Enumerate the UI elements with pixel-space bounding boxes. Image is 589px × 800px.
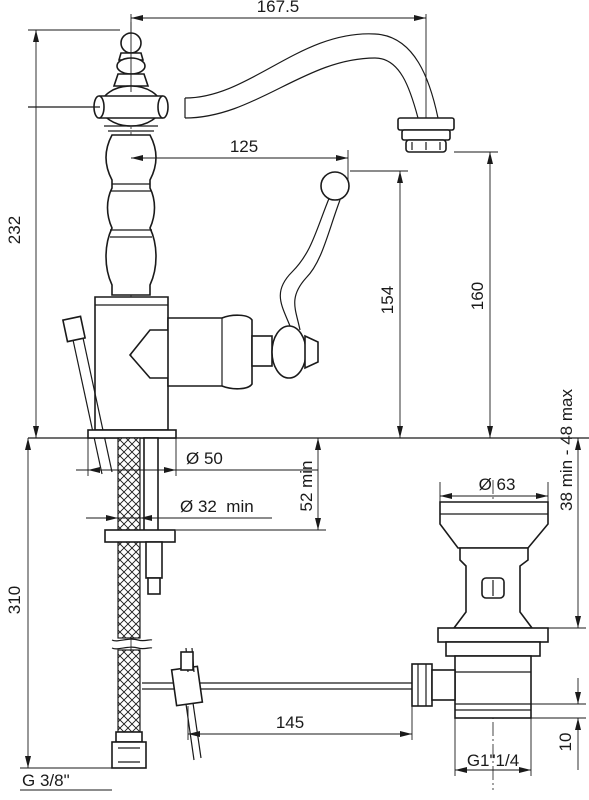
label-mount-diameter: Ø 32 min: [180, 497, 254, 516]
label-thread-length: 10: [556, 733, 575, 752]
spout: [184, 33, 455, 153]
label-hole-diameter: Ø 50: [186, 449, 223, 468]
label-waste-range: 38 min - 48 max: [557, 389, 576, 511]
linkage-rod: [142, 647, 412, 761]
dimension-labels: 167.5 125 232 154 160 Ø 50 Ø 32 min 52 m…: [5, 0, 576, 790]
label-lever-height: 154: [378, 286, 397, 314]
label-overall-height: 232: [5, 216, 24, 244]
spout-hub: [93, 85, 169, 132]
body-block: [94, 171, 350, 431]
turned-column: [105, 134, 157, 296]
waste-drawing: [411, 480, 549, 790]
label-spout-height: 160: [468, 282, 487, 310]
label-hose-length: 310: [5, 586, 24, 614]
mixer-drawing: [28, 22, 589, 769]
label-lever-reach: 125: [230, 137, 258, 156]
mount-flange: [87, 429, 177, 439]
label-waste-diameter: Ø 63: [479, 475, 516, 494]
label-hose-thread: G 3/8": [22, 771, 70, 790]
dimension-lines: [20, 14, 586, 791]
supply-hoses: [104, 437, 176, 769]
label-rod-length: 145: [276, 713, 304, 732]
label-deck-thickness: 52 min: [297, 460, 316, 511]
popup-rod: [61, 315, 113, 475]
label-waste-thread: G1"1/4: [467, 751, 519, 770]
label-overall-reach: 167.5: [257, 0, 300, 16]
